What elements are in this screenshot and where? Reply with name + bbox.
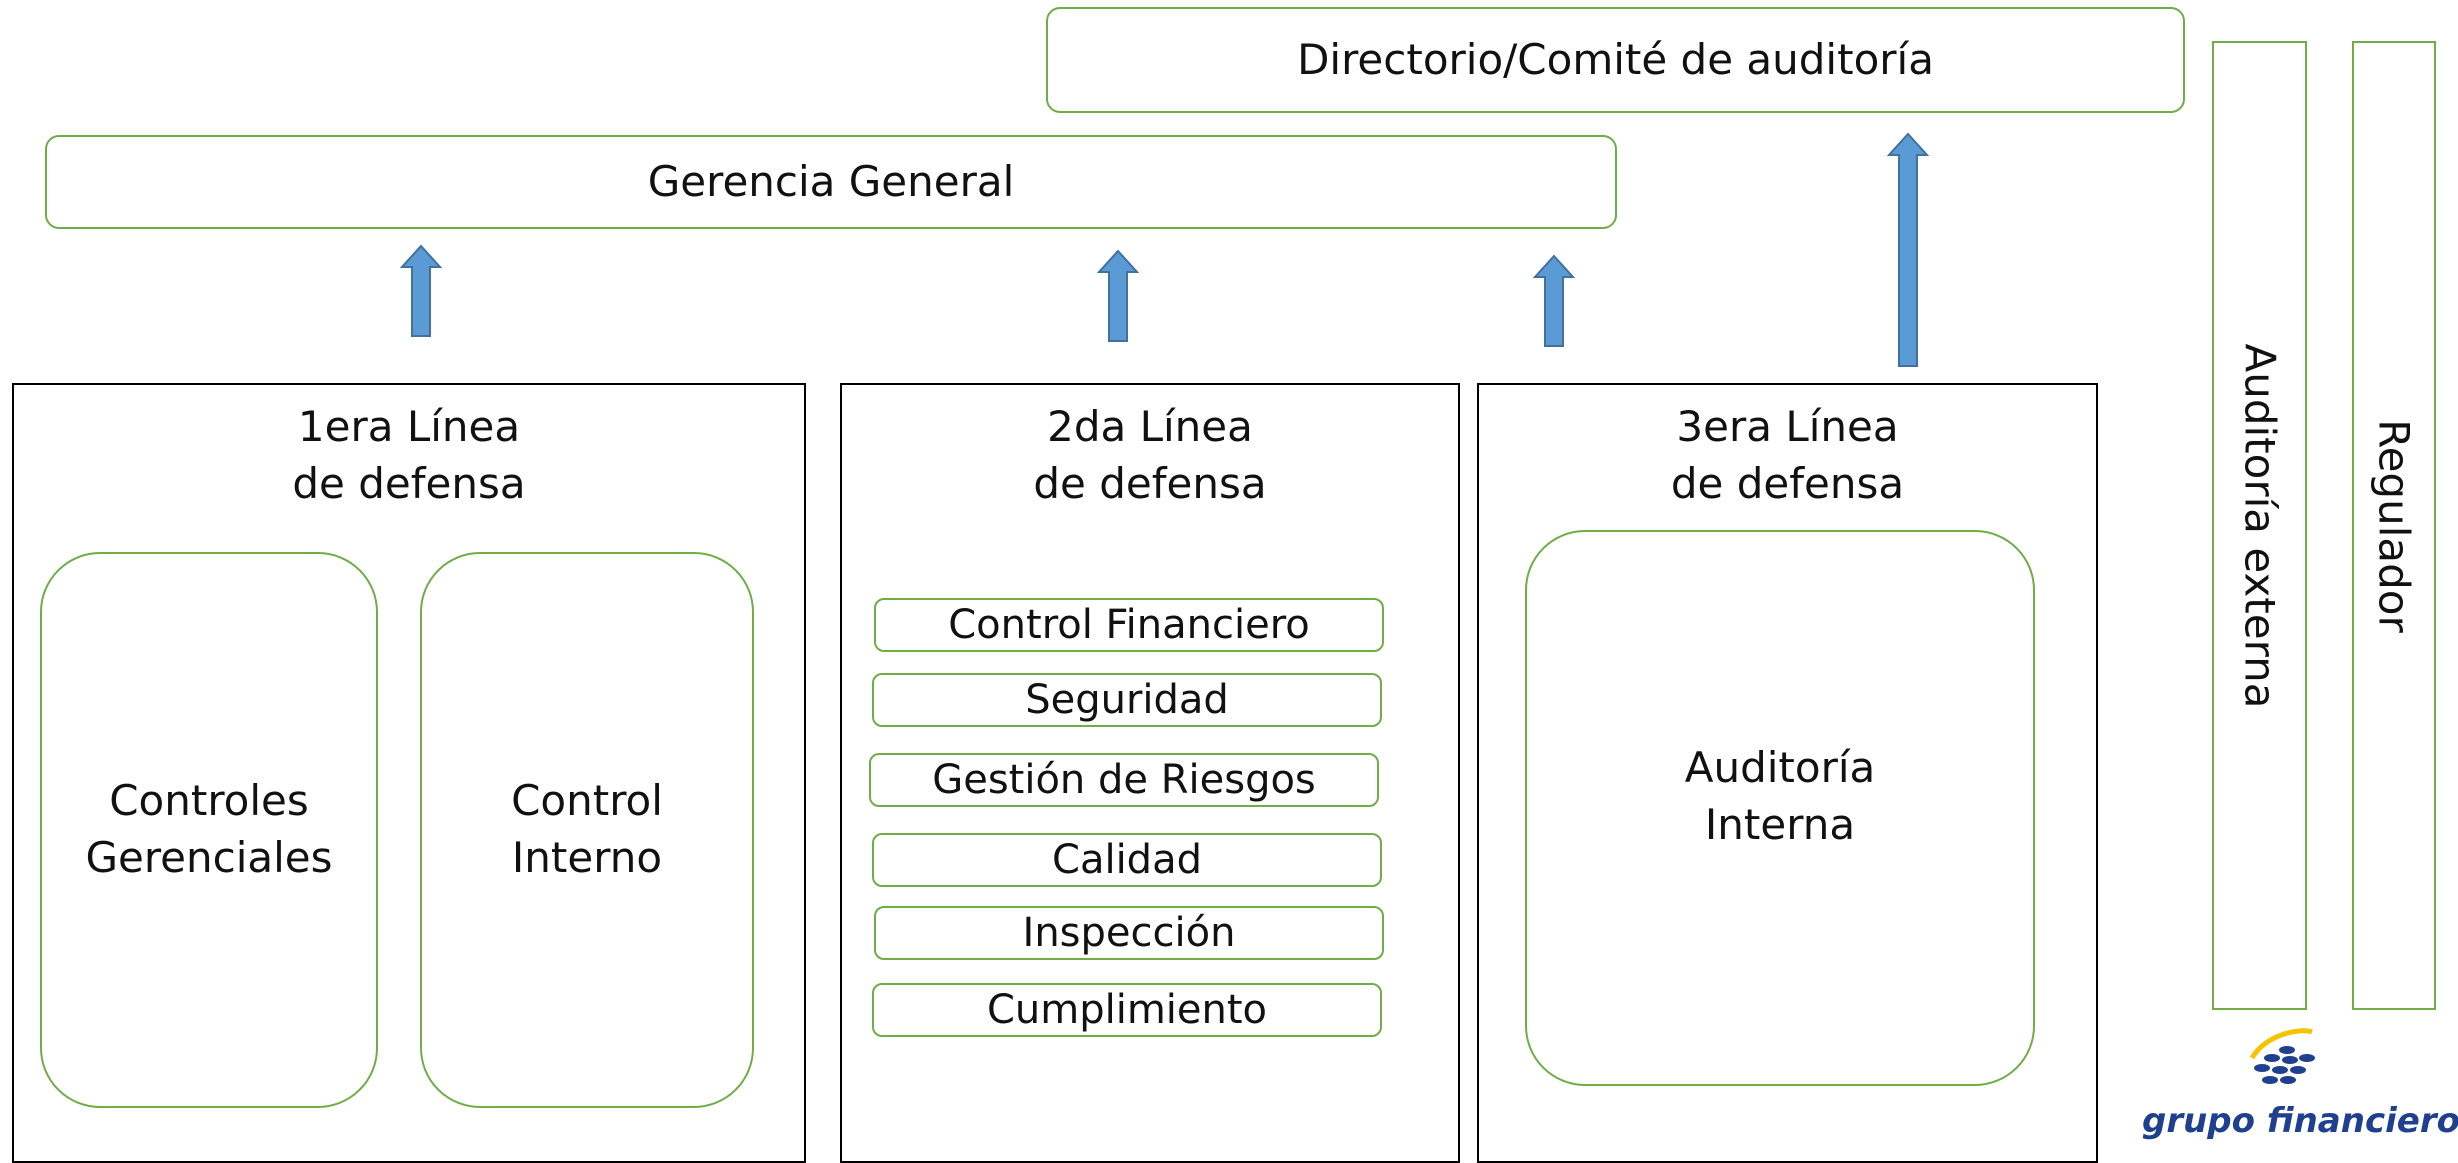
controles-gerenciales-box: Controles Gerenciales	[40, 552, 378, 1108]
directorio-comite-label: Directorio/Comité de auditoría	[1297, 34, 1934, 84]
gerencia-general-label: Gerencia General	[647, 156, 1015, 206]
arrow-line2-up-icon	[1096, 249, 1140, 342]
grupo-financiero-logo-text: grupo financiero bi	[2142, 1101, 2458, 1141]
gerencia-general-box: Gerencia General	[45, 135, 1617, 229]
arrow-line3-directorio-up-icon	[1886, 132, 1930, 367]
second-line-title: 2da Línea de defensa	[1033, 402, 1267, 508]
item-inspeccion: Inspección	[874, 906, 1384, 960]
item-gestion-riesgos: Gestión de Riesgos	[869, 753, 1379, 807]
regulador-box: Regulador	[2352, 41, 2436, 1010]
auditoria-externa-box: Auditoría externa	[2212, 41, 2307, 1010]
item-seguridad: Seguridad	[872, 673, 1382, 727]
third-line-title: 3era Línea de defensa	[1670, 402, 1905, 508]
arrow-line1-up-icon	[399, 244, 443, 337]
arrow-line3-gerencia-up-icon	[1532, 254, 1576, 347]
item-calidad: Calidad	[872, 833, 1382, 887]
first-line-title: 1era Línea de defensa	[292, 402, 526, 508]
item-cumplimiento: Cumplimiento	[872, 983, 1382, 1037]
grupo-financiero-logo-icon	[2249, 1028, 2315, 1084]
item-control-financiero: Control Financiero	[874, 598, 1384, 652]
regulador-label: Regulador	[2369, 418, 2419, 633]
auditoria-externa-label: Auditoría externa	[2235, 342, 2284, 709]
directorio-comite-box: Directorio/Comité de auditoría	[1046, 7, 2185, 113]
auditoria-interna-box: Auditoría Interna	[1525, 530, 2035, 1086]
control-interno-box: Control Interno	[420, 552, 754, 1108]
